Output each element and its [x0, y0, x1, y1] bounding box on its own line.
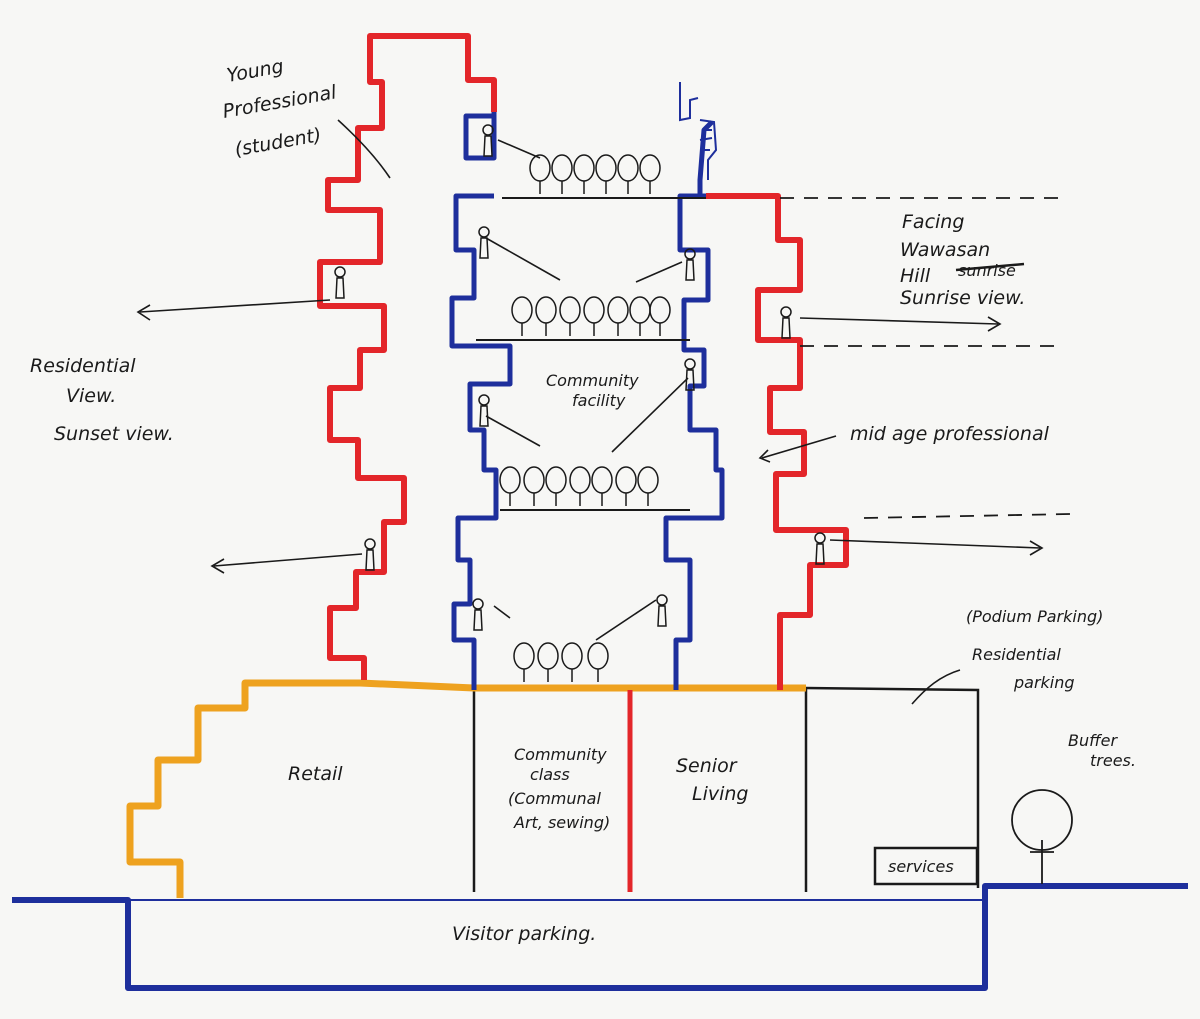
- basement-outline: [12, 883, 1188, 991]
- label-retail: Retail: [288, 763, 343, 785]
- tree: [595, 154, 617, 194]
- buffer-tree: [1011, 789, 1073, 884]
- tree: [649, 296, 671, 336]
- podium-outline: [472, 686, 980, 892]
- label-buffer-1: Buffer: [1068, 731, 1119, 750]
- tree: [551, 154, 573, 194]
- label-res-parking-2: parking: [1013, 673, 1075, 692]
- right-residential-tower: [706, 193, 849, 690]
- tree: [499, 466, 521, 506]
- label-mid-age: mid age professional: [850, 423, 1050, 445]
- tree: [561, 642, 583, 682]
- strike-line: [955, 262, 1025, 272]
- tree: [569, 466, 591, 506]
- label-facing-1: Facing: [902, 211, 964, 233]
- tree: [535, 296, 557, 336]
- label-class-3: (Communal: [508, 789, 601, 808]
- label-young-1: Young: [225, 55, 285, 87]
- tree: [513, 642, 535, 682]
- label-residential-view-2: View.: [66, 385, 116, 407]
- label-class-2: class: [530, 765, 570, 784]
- label-sunset: Sunset view.: [54, 423, 174, 445]
- tree: [629, 296, 651, 336]
- tree: [639, 154, 661, 194]
- label-senior-1: Senior: [676, 755, 738, 777]
- tree: [617, 154, 639, 194]
- label-young-3: (student): [233, 124, 323, 161]
- label-facing-3: Hill: [900, 265, 931, 287]
- community-spine: [449, 112, 725, 690]
- view-dash-lines: [780, 197, 1071, 519]
- label-facing-2: Wawasan: [900, 239, 990, 261]
- tree: [523, 466, 545, 506]
- tree: [583, 296, 605, 336]
- tree: [529, 154, 551, 194]
- label-services: services: [888, 857, 954, 876]
- floor-slabs: [476, 197, 706, 511]
- tree: [587, 642, 609, 682]
- label-community-facility-1: Community: [546, 371, 639, 390]
- label-residential-view-1: Residential: [30, 355, 136, 377]
- label-class-1: Community: [514, 745, 607, 764]
- tree: [537, 642, 559, 682]
- tree: [591, 466, 613, 506]
- trees: [499, 154, 671, 682]
- label-res-parking-1: Residential: [972, 645, 1061, 664]
- label-facing-strike: sunrise: [958, 261, 1016, 280]
- retail-roof-line: [126, 679, 806, 898]
- tree: [559, 296, 581, 336]
- label-visitor-parking: Visitor parking.: [452, 923, 596, 945]
- left-residential-tower: [317, 33, 497, 680]
- labels: Young Professional (student) Residential…: [30, 55, 1136, 945]
- people-figures: [334, 124, 826, 631]
- tree: [511, 296, 533, 336]
- view-arrows: [136, 119, 1044, 705]
- label-community-facility-2: facility: [572, 391, 626, 410]
- hatched-tree: [679, 82, 718, 180]
- label-facing-4: Sunrise view.: [900, 287, 1025, 309]
- tree: [615, 466, 637, 506]
- label-buffer-2: trees.: [1090, 751, 1136, 770]
- tree: [607, 296, 629, 336]
- tree: [545, 466, 567, 506]
- label-young-2: Professional: [221, 81, 339, 123]
- label-senior-2: Living: [692, 783, 749, 805]
- label-class-4: Art, sewing): [513, 813, 610, 832]
- label-podium-parking: (Podium Parking): [966, 607, 1103, 626]
- tree: [573, 154, 595, 194]
- tree: [637, 466, 659, 506]
